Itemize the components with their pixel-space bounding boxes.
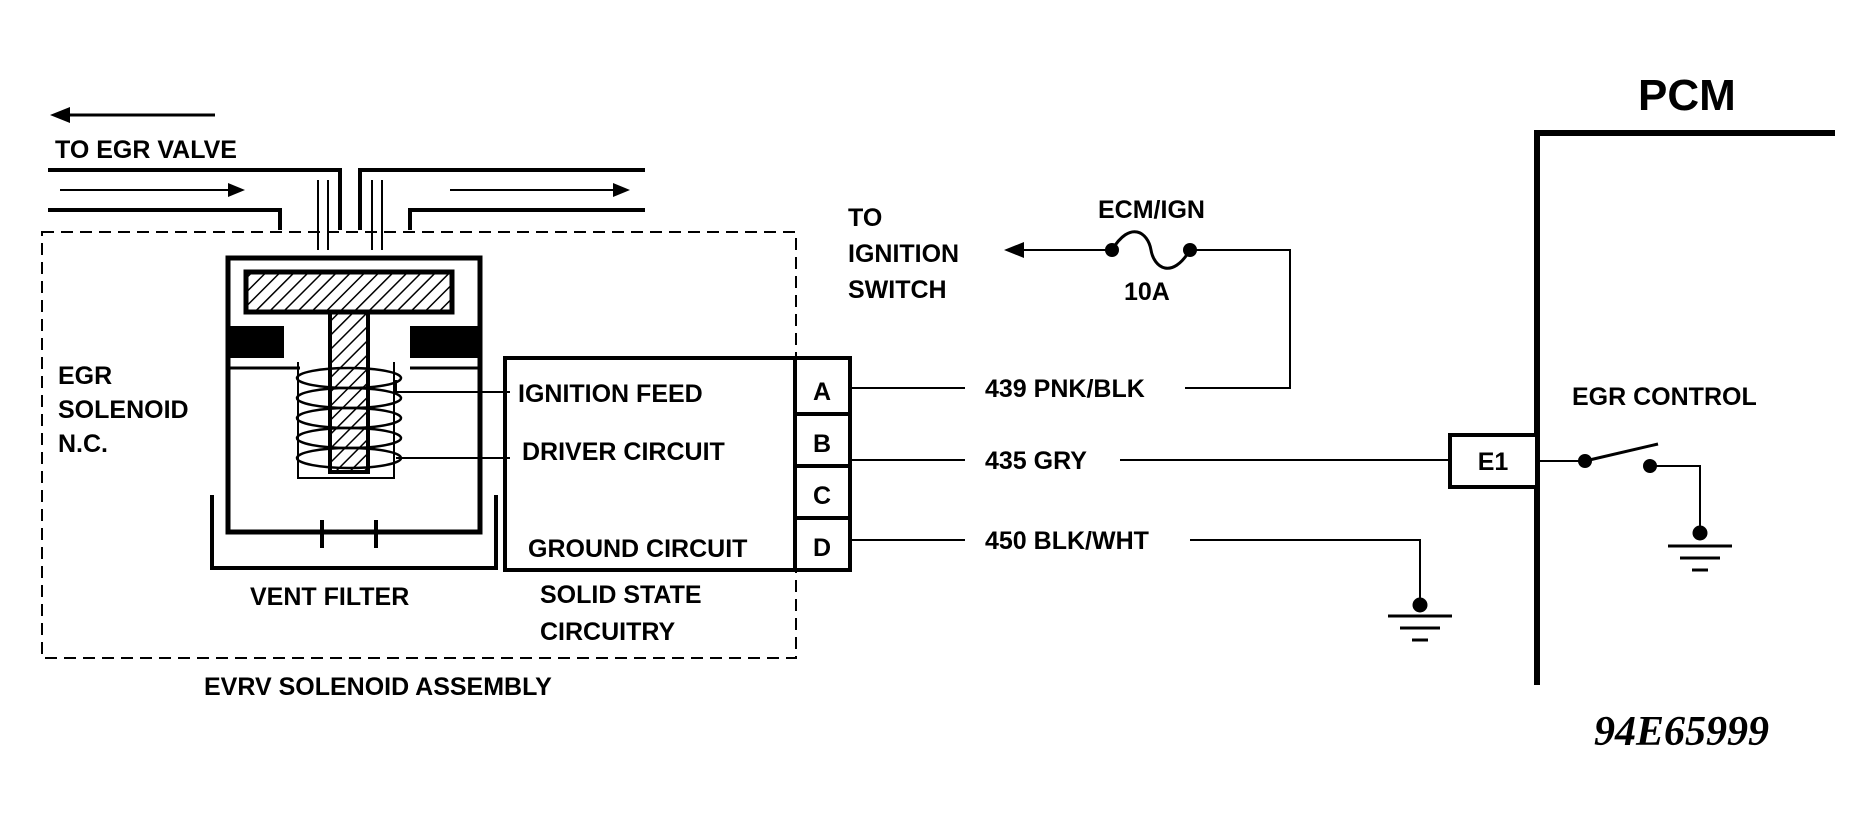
pin-d: D bbox=[813, 534, 831, 562]
fuse-name-label: ECM/IGN bbox=[1098, 196, 1205, 224]
figure-id: 94E65999 bbox=[1594, 709, 1769, 755]
pcm-pin-label: E1 bbox=[1478, 448, 1509, 476]
pcm-label: PCM bbox=[1638, 71, 1736, 120]
egr-control-label: EGR CONTROL bbox=[1572, 383, 1757, 411]
wire-label-driver: 435 GRY bbox=[985, 447, 1087, 475]
ground-wire bbox=[850, 539, 1421, 600]
pin-b: B bbox=[813, 430, 831, 458]
pcm-boundary bbox=[1534, 130, 1835, 685]
assembly-label: EVRV SOLENOID ASSEMBLY bbox=[204, 673, 552, 701]
solenoid-body bbox=[225, 255, 483, 535]
egr-valve-arrow bbox=[50, 107, 215, 123]
pin-c: C bbox=[813, 482, 831, 510]
egr-solenoid-label-1: EGR bbox=[58, 362, 112, 390]
solid-state-label-1: SOLID STATE bbox=[540, 581, 702, 609]
solid-state-label-2: CIRCUITRY bbox=[540, 618, 676, 646]
fuse-rating-label: 10A bbox=[1124, 278, 1170, 306]
evrv-assembly-boundary bbox=[41, 231, 797, 659]
ground-symbol-pcm bbox=[1668, 525, 1732, 572]
flow-arrow-left bbox=[60, 183, 245, 197]
to-ignition-label-2: IGNITION bbox=[848, 240, 959, 268]
pin-a: A bbox=[813, 378, 831, 406]
circuit-label-b: DRIVER CIRCUIT bbox=[522, 438, 725, 466]
ignition-switch-arrow bbox=[1004, 242, 1108, 258]
vent-filter-label: VENT FILTER bbox=[250, 583, 409, 611]
wire-label-ignition: 439 PNK/BLK bbox=[985, 375, 1145, 403]
fuse-icon bbox=[1105, 230, 1197, 270]
ground-symbol-harness bbox=[1388, 597, 1452, 642]
egr-solenoid-label-3: N.C. bbox=[58, 430, 108, 458]
wire-label-ground: 450 BLK/WHT bbox=[985, 527, 1149, 555]
solenoid-coil bbox=[295, 366, 403, 470]
ignition-feed-wire bbox=[850, 249, 1291, 389]
circuit-label-a: IGNITION FEED bbox=[518, 380, 703, 408]
coil-leads bbox=[395, 380, 510, 459]
valve-stem-port bbox=[317, 180, 383, 250]
egr-solenoid-label-2: SOLENOID bbox=[58, 396, 189, 424]
to-egr-valve-label: TO EGR VALVE bbox=[55, 136, 237, 164]
flow-arrow-right bbox=[450, 183, 630, 197]
vacuum-lines bbox=[48, 168, 645, 230]
circuit-label-d: GROUND CIRCUIT bbox=[528, 535, 747, 563]
vent-filter bbox=[210, 495, 498, 570]
to-ignition-label-1: TO bbox=[848, 204, 882, 232]
to-ignition-label-3: SWITCH bbox=[848, 276, 947, 304]
egr-control-switch bbox=[1537, 442, 1701, 528]
